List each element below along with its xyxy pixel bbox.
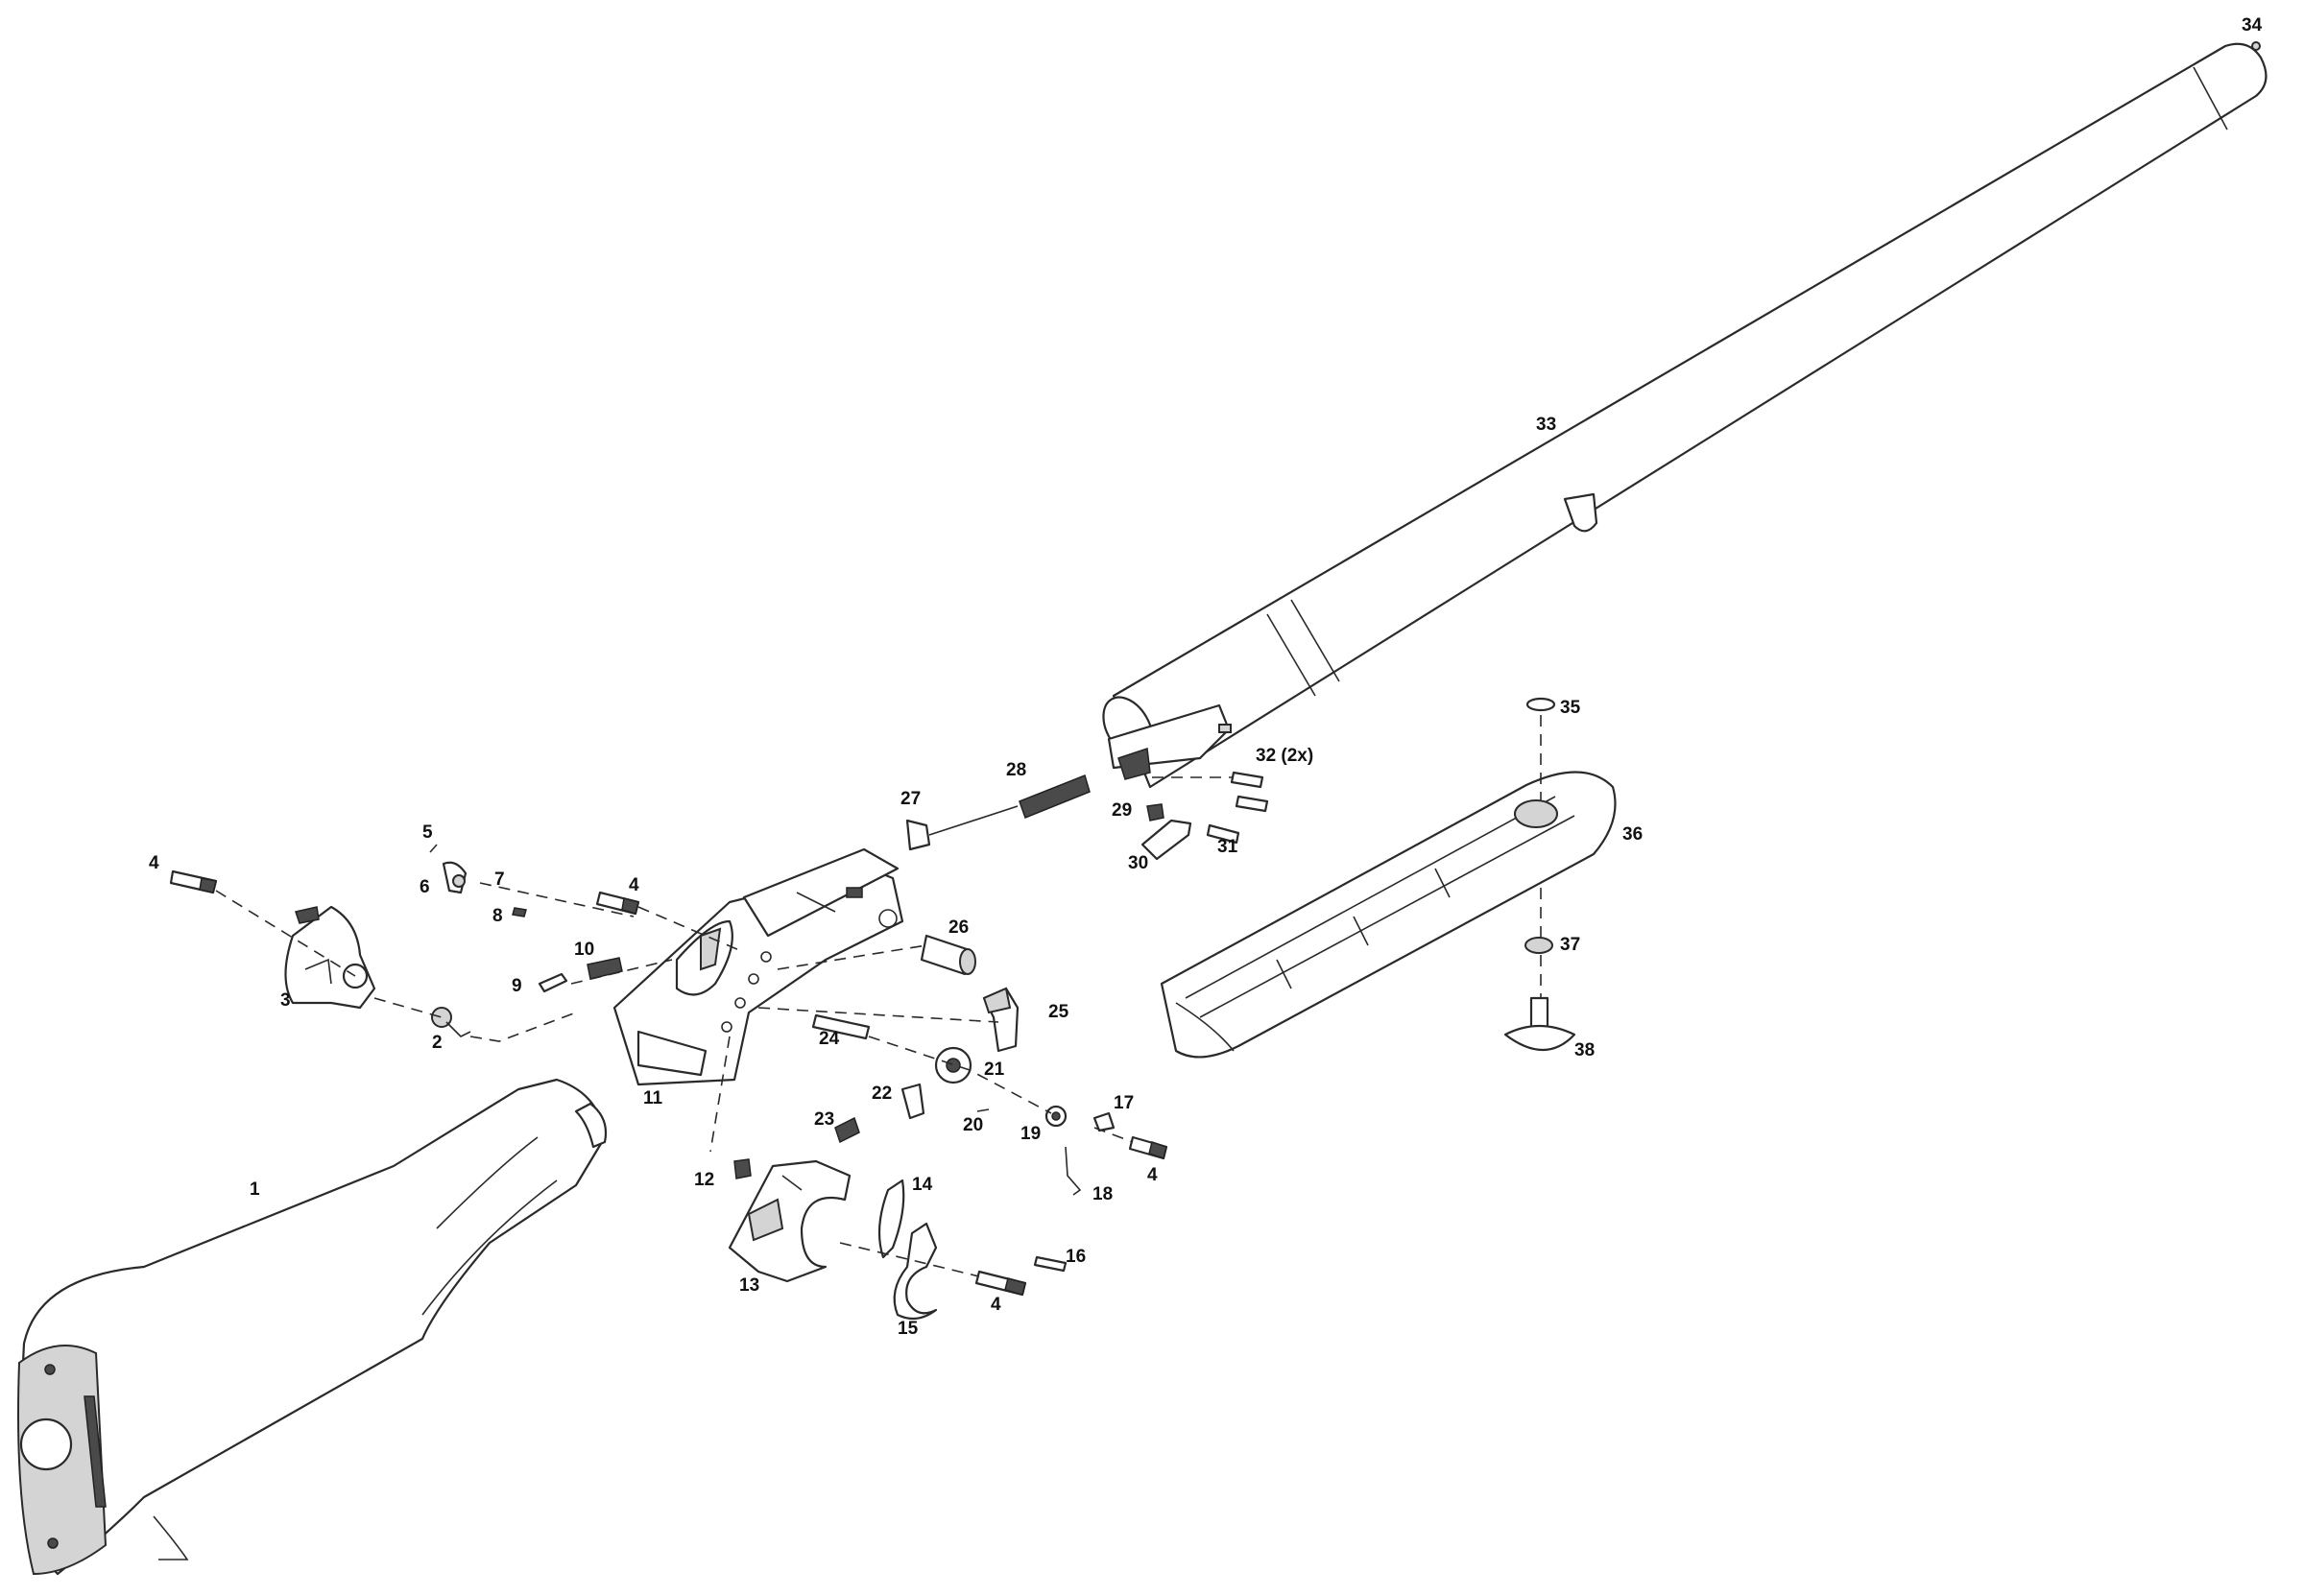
label-36: 36	[1622, 824, 1643, 845]
label-4-hammer-pin: 4	[149, 853, 159, 873]
label-16: 16	[1066, 1247, 1086, 1267]
sear-block	[1044, 1105, 1068, 1128]
label-4-receiver-pin: 4	[629, 875, 639, 895]
label-15: 15	[898, 1319, 919, 1339]
label-21: 21	[984, 1060, 1005, 1080]
label-14: 14	[912, 1175, 933, 1195]
locking-spring	[834, 1116, 860, 1144]
extractor	[934, 1046, 972, 1084]
label-8: 8	[492, 906, 503, 926]
label-20: 20	[963, 1115, 983, 1135]
label-7: 7	[494, 869, 505, 890]
small-pin	[429, 844, 438, 853]
forend	[1160, 771, 1617, 1059]
callout-labels: 1 2 3 4 4 4 4 5 6 7 8 9 10 11 12 13 14 1…	[149, 15, 2263, 1339]
label-26: 26	[948, 917, 969, 938]
pin-trigger	[974, 1270, 1027, 1297]
pin-small	[1033, 1255, 1068, 1273]
trigger-guard	[728, 1159, 852, 1283]
pin-hammer	[169, 869, 218, 894]
latch-spring	[1146, 803, 1164, 822]
label-35: 35	[1560, 698, 1581, 718]
locking-block	[900, 1083, 925, 1120]
hammer-spring	[431, 1007, 471, 1037]
pin-receiver	[595, 891, 640, 916]
label-22: 22	[872, 1084, 892, 1104]
label-28: 28	[1006, 760, 1026, 780]
assembly-lines	[215, 715, 1542, 1277]
label-27: 27	[900, 789, 921, 809]
label-19: 19	[1020, 1124, 1041, 1144]
label-34: 34	[2242, 15, 2263, 36]
label-30: 30	[1128, 853, 1148, 873]
firing-pin	[538, 972, 568, 993]
latch-pin	[1206, 823, 1240, 845]
washer-top	[1525, 697, 1556, 712]
trigger-guard-spring	[733, 1158, 752, 1179]
label-29: 29	[1112, 800, 1132, 821]
hammer	[284, 905, 376, 1010]
label-5: 5	[422, 822, 433, 843]
label-4-trigger-pin: 4	[991, 1295, 1001, 1315]
barrel-end-dot	[2251, 41, 2261, 51]
label-38: 38	[1574, 1040, 1595, 1060]
label-2: 2	[432, 1033, 443, 1053]
label-9: 9	[512, 976, 522, 996]
stock	[17, 1078, 608, 1576]
receiver	[612, 847, 904, 1086]
ejector	[905, 805, 1019, 851]
trigger-bar	[877, 1179, 905, 1259]
firing-pin-spring	[587, 957, 623, 980]
ejector-spring	[1019, 774, 1091, 819]
sear	[1092, 1111, 1116, 1132]
opening-lever	[982, 987, 1020, 1053]
sight-pins	[1230, 771, 1269, 813]
label-37: 37	[1560, 935, 1580, 955]
small-spring	[512, 907, 527, 917]
label-11: 11	[643, 1088, 663, 1108]
label-6: 6	[420, 877, 430, 897]
label-33: 33	[1536, 415, 1556, 435]
washer-bottom	[1524, 937, 1553, 954]
hinge-pin	[920, 934, 976, 976]
firing-pin-block	[442, 861, 468, 894]
sear-spring	[1065, 1146, 1082, 1196]
label-24: 24	[819, 1029, 840, 1049]
sling-swivel	[1503, 996, 1576, 1052]
label-32: 32 (2x)	[1256, 746, 1313, 766]
pin-extractor	[1128, 1135, 1168, 1160]
small-roller	[976, 1108, 990, 1112]
label-3: 3	[280, 990, 291, 1011]
pivot-pin	[811, 1013, 871, 1040]
label-25: 25	[1048, 1002, 1069, 1022]
trigger	[893, 1222, 938, 1321]
label-13: 13	[739, 1275, 759, 1296]
label-1: 1	[250, 1179, 260, 1200]
label-18: 18	[1092, 1184, 1113, 1204]
label-10: 10	[574, 940, 594, 960]
barrel	[1102, 42, 2268, 789]
latch	[1140, 819, 1192, 861]
label-17: 17	[1114, 1093, 1134, 1113]
label-12: 12	[694, 1170, 714, 1190]
label-31: 31	[1217, 837, 1238, 857]
label-4-extractor-pin: 4	[1147, 1165, 1158, 1185]
label-23: 23	[814, 1109, 834, 1130]
